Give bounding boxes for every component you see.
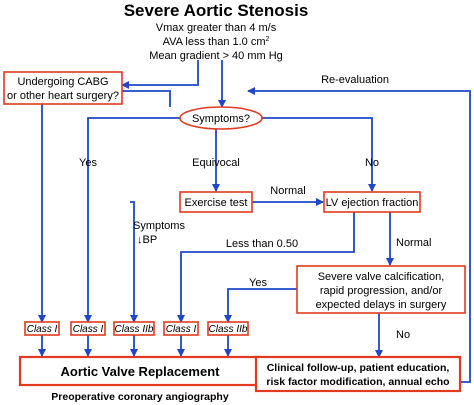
severe-calcification-box: Severe valve calcification, rapid progre… — [296, 265, 466, 314]
class-label: Class I — [27, 324, 58, 335]
class-box-1: Class I — [24, 321, 60, 336]
footer-note: Preoperative coronary angiography — [51, 391, 229, 403]
severe-line-3: expected delays in surgery — [316, 299, 447, 311]
exercise-test-box: Exercise test — [179, 191, 253, 213]
criterion-gradient: Mean gradient > 40 mm Hg — [149, 50, 283, 62]
label-no-symptoms: No — [365, 157, 379, 169]
class-label: Class I — [73, 324, 104, 335]
exercise-test-label: Exercise test — [185, 197, 248, 209]
label-symptoms-bp-2: ↓BP — [137, 234, 157, 246]
arrow-severe-yes — [224, 288, 297, 323]
arrow-lvef-less — [177, 212, 355, 323]
clinical-follow-up-box: Clinical follow-up, patient education, r… — [254, 355, 462, 393]
avr-label: Aortic Valve Replacement — [61, 364, 221, 379]
aortic-valve-replacement-box: Aortic Valve Replacement — [18, 355, 262, 387]
severe-line-2: rapid progression, and/or — [320, 285, 443, 297]
diagram-title: Severe Aortic Stenosis — [124, 1, 309, 20]
label-no-severe: No — [396, 329, 410, 341]
lv-ejection-fraction-label: LV ejection fraction — [326, 197, 419, 209]
arrow-symptoms-right — [262, 117, 376, 192]
class-box-2: Class I — [70, 321, 106, 336]
criterion-vmax: Vmax greater than 4 m/s — [156, 22, 277, 34]
severe-line-1: Severe valve calcification, — [318, 271, 445, 283]
symptoms-label: Symptoms? — [192, 113, 250, 125]
class-box-3: Class IIb — [113, 321, 155, 336]
class-box-5: Class IIb — [207, 321, 249, 336]
connectors — [38, 60, 471, 383]
label-reevaluation: Re-evaluation — [321, 74, 389, 86]
label-normal-exercise: Normal — [270, 185, 305, 197]
label-symptoms-bp-1: Symptoms — [133, 220, 185, 232]
class-box-4: Class I — [163, 321, 199, 336]
lv-ejection-fraction-box: LV ejection fraction — [323, 191, 421, 213]
class-label: Class IIb — [115, 324, 154, 335]
class-label: Class IIb — [209, 324, 248, 335]
label-normal-lvef: Normal — [396, 237, 431, 249]
cabg-line-2: or other heart surgery? — [7, 90, 119, 102]
followup-line-1: Clinical follow-up, patient education, — [267, 362, 450, 374]
class-label: Class I — [166, 324, 197, 335]
cabg-line-1: Undergoing CABG — [17, 76, 108, 88]
criterion-ava: AVA less than 1.0 cm2 — [163, 36, 270, 48]
arrow-reevaluation — [247, 87, 471, 383]
arrow-exercise-symptoms — [130, 201, 138, 323]
label-equivocal: Equivocal — [192, 157, 240, 169]
label-less-than: Less than 0.50 — [226, 238, 298, 250]
arrow-symptoms-left — [84, 117, 180, 323]
label-yes-severe: Yes — [249, 277, 267, 289]
arrow-cabg-no-to-symptoms — [122, 90, 171, 107]
symptoms-decision: Symptoms? — [179, 106, 263, 130]
arrow-criteria-to-cabg — [121, 60, 199, 89]
cabg-question-box: Undergoing CABG or other heart surgery? — [3, 71, 123, 105]
followup-line-2: risk factor modification, annual echo — [266, 376, 449, 388]
label-yes-symptoms: Yes — [79, 157, 97, 169]
